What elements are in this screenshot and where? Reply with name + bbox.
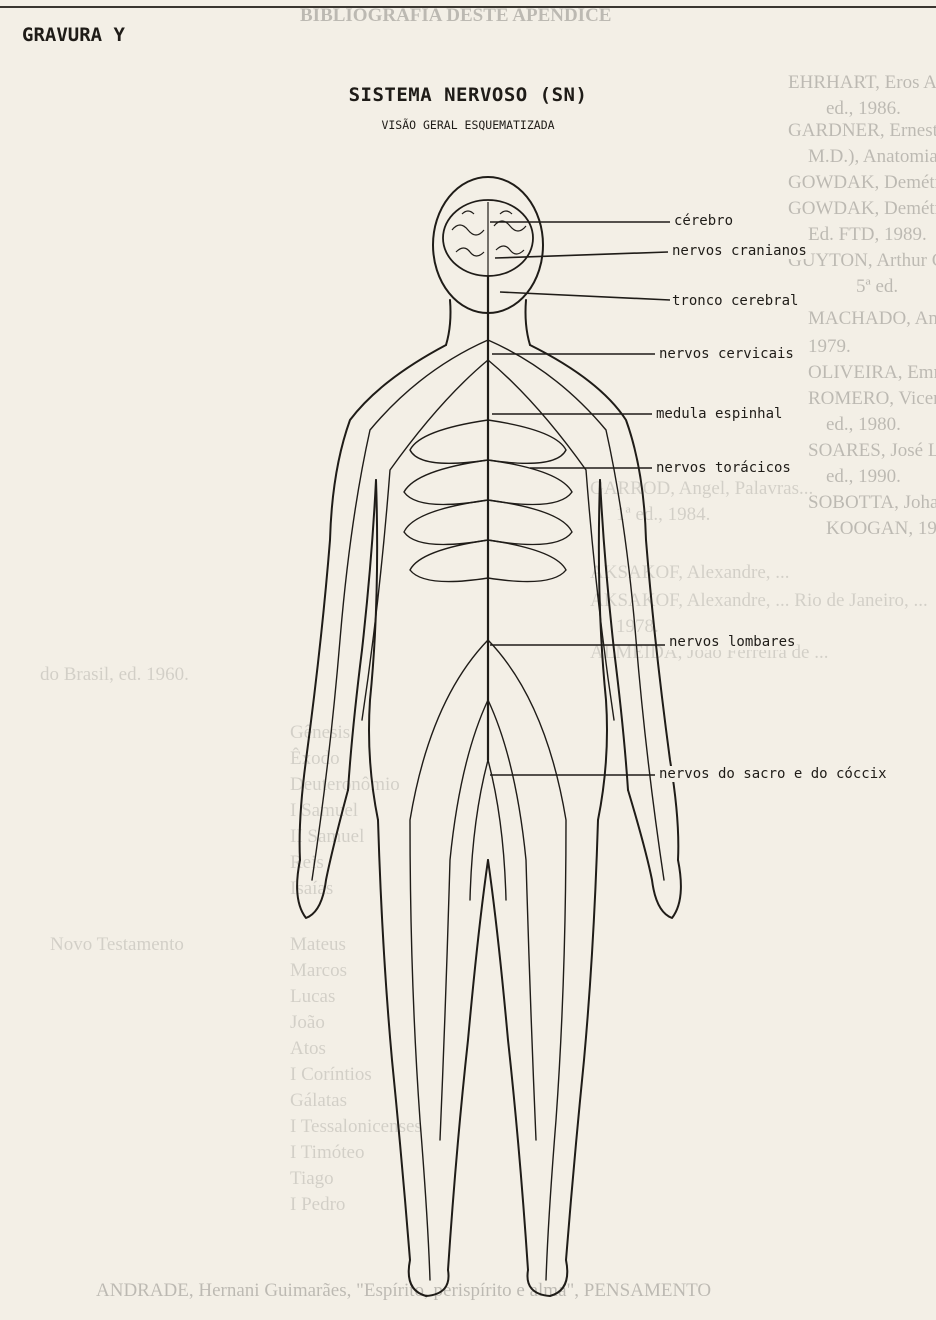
label-nervos-sacro-coccix: nervos do sacro e do cóccix <box>657 766 887 782</box>
page-title: SISTEMA NERVOSO (SN) <box>0 84 936 106</box>
label-medula-espinhal: medula espinhal <box>654 406 782 422</box>
label-nervos-lombares: nervos lombares <box>667 634 795 650</box>
brain-drawing <box>443 200 533 276</box>
plate-label: GRAVURA Y <box>22 24 125 46</box>
label-nervos-toracicos: nervos torácicos <box>654 460 791 476</box>
label-nervos-cervicais: nervos cervicais <box>657 346 794 362</box>
label-cerebro: cérebro <box>672 213 733 229</box>
nerve-network <box>312 276 664 1280</box>
label-tronco-cerebral: tronco cerebral <box>670 293 798 309</box>
label-nervos-cranianos: nervos cranianos <box>670 243 807 259</box>
page-subtitle: VISÃO GERAL ESQUEMATIZADA <box>0 118 936 132</box>
